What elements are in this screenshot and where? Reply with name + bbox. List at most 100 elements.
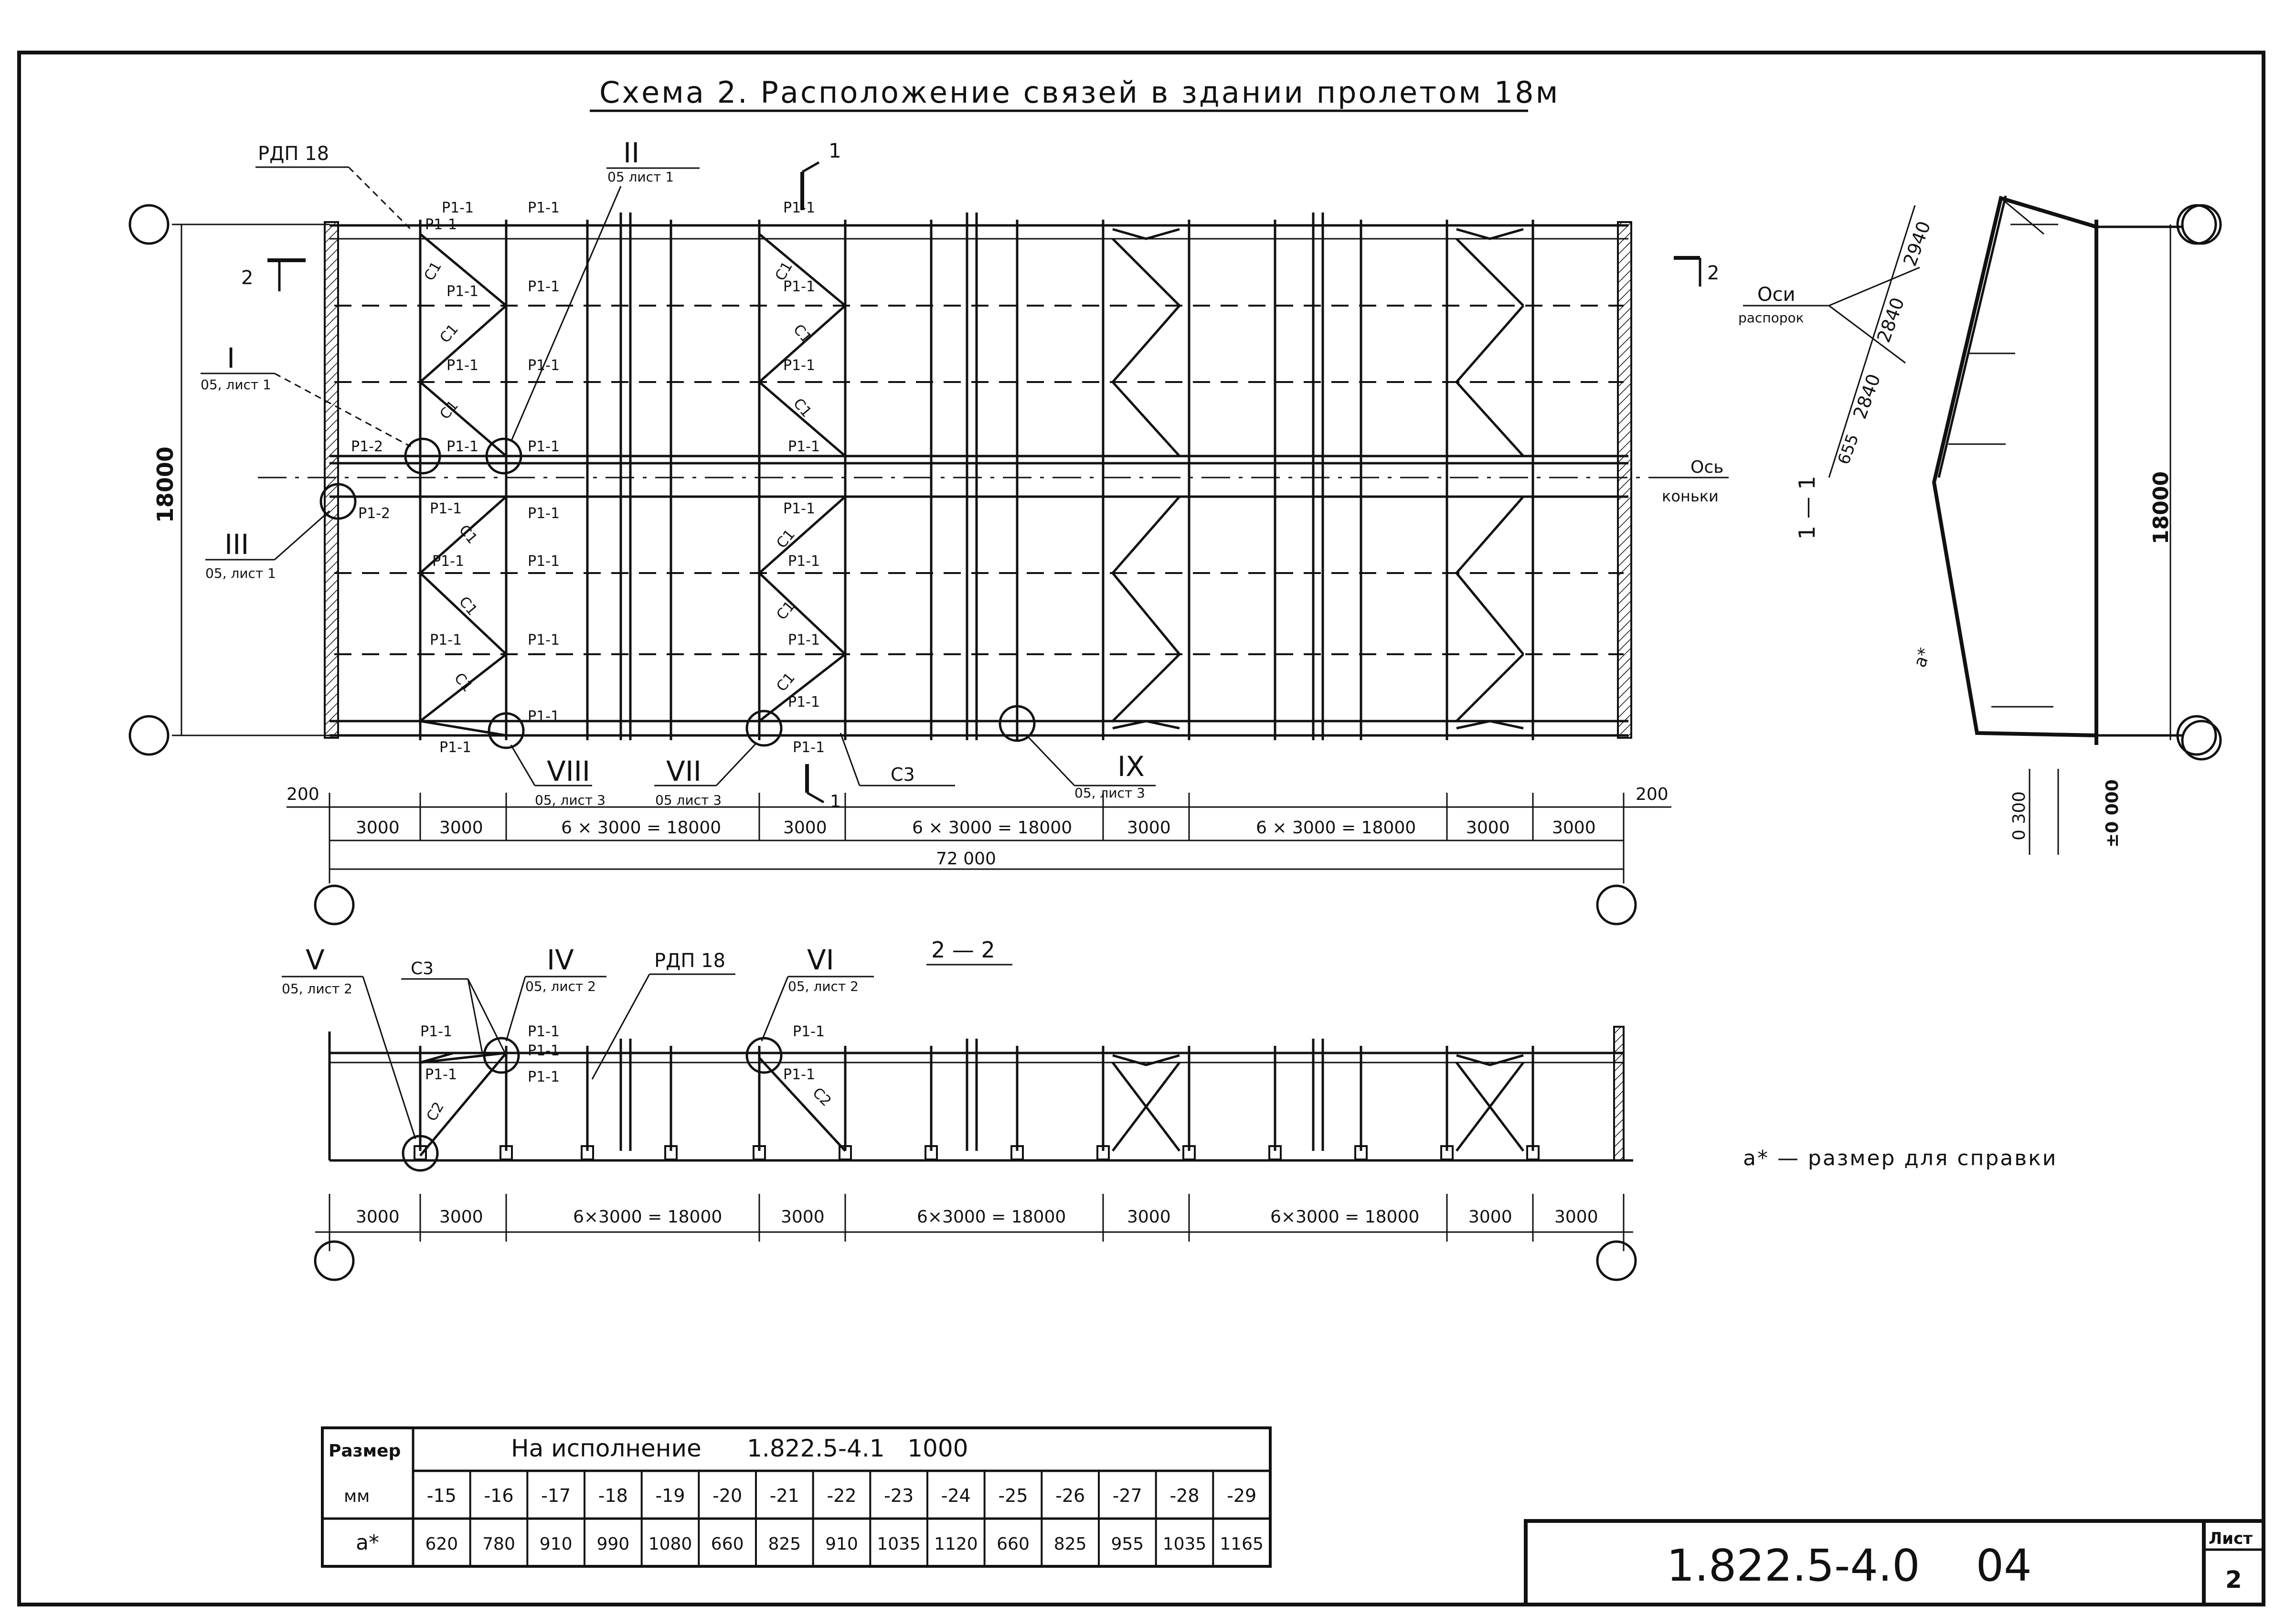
table-column-header: -19	[655, 1485, 685, 1506]
callout-numeral: VII	[666, 755, 702, 787]
member-label: С1	[451, 670, 476, 695]
reference-note: a* — размер для справки	[1743, 1146, 2057, 1170]
offset-dimension: 200	[1636, 785, 1669, 804]
member-label: Р1-1	[783, 500, 815, 517]
dimension-label: 2940	[1899, 218, 1935, 269]
detail-circle-iv	[483, 1037, 520, 1074]
callout-iii: III 05, лист 1	[205, 510, 330, 581]
member-label: Р1-1	[528, 200, 560, 216]
brace-label: С2	[424, 1099, 447, 1124]
detail-circle-vi	[745, 1037, 783, 1074]
right-wall	[1613, 1026, 1625, 1161]
member-label: Р1-1	[439, 739, 471, 756]
member-label: С1	[790, 321, 815, 347]
callout-ii: II 05 лист 1	[510, 137, 700, 442]
table-cell: 660	[711, 1534, 744, 1554]
section-cut-1-top: 1	[800, 139, 841, 210]
callout-vii: VII 05 лист 3	[654, 742, 758, 808]
detail-circle-ix	[999, 705, 1036, 742]
axis-marker	[314, 884, 355, 925]
dimension-label: 3000	[1552, 818, 1596, 838]
member-label: Р1-1	[528, 278, 560, 295]
callout-numeral: IX	[1117, 750, 1145, 783]
member-label: С1	[421, 259, 445, 284]
member-label: Р1-1	[793, 1023, 825, 1040]
table-cell: 620	[425, 1534, 458, 1554]
section-label: 2 — 2	[931, 937, 995, 963]
callout-vi: VI 05, лист 2	[761, 944, 874, 1042]
dimension-label: 3000	[439, 818, 483, 838]
brace-bay-3	[1112, 228, 1180, 730]
member-label: Р1-1	[528, 1069, 560, 1085]
dimension-label: 6×3000 = 18000	[1270, 1207, 1419, 1227]
member-label: Р1-1	[430, 500, 462, 517]
brace-s3-label: С3	[891, 764, 915, 785]
member-label: Р1-1	[446, 357, 478, 374]
rdp-label: РДП 18	[654, 950, 725, 972]
member-label: Р1-1	[528, 708, 560, 725]
dimension-label: 3000	[783, 818, 827, 838]
table-column-header: -23	[884, 1485, 914, 1506]
section-number: 1	[829, 139, 841, 162]
member-label: С1	[436, 397, 462, 423]
callout-ix: IX 05, лист 3	[1026, 734, 1156, 801]
callout-i: I 05, лист 1	[201, 342, 411, 447]
axis-marker	[128, 715, 170, 756]
table-cell: 825	[1054, 1534, 1087, 1554]
dimension-label: 6 × 3000 = 18000	[561, 818, 721, 838]
dimension-label: a*	[1910, 645, 1935, 670]
table-column-header: -21	[770, 1485, 799, 1506]
table-cell: 1120	[934, 1534, 978, 1554]
table-cell: 990	[596, 1534, 629, 1554]
table-cell: 1165	[1220, 1534, 1264, 1554]
dimension-label: 6×3000 = 18000	[573, 1207, 722, 1227]
document-code: 1.822.5-4.0 04	[1667, 1540, 2032, 1591]
callout-numeral: VIII	[547, 755, 590, 787]
section-cut-2-left: 2	[241, 258, 306, 291]
sheet-number: 2	[2225, 1566, 2242, 1594]
dimension-label: 3000	[1554, 1207, 1598, 1227]
member-label: Р1-1	[420, 1023, 452, 1040]
level-zero: ±0 000	[2103, 779, 2122, 848]
member-label: Р1-1	[788, 553, 820, 570]
callout-ref: 05, лист 1	[205, 565, 276, 581]
member-label: Р1-1	[783, 200, 815, 216]
member-label: Р1-1	[528, 505, 560, 522]
dimension-label: 3000	[781, 1207, 825, 1227]
table-cell: 955	[1111, 1534, 1144, 1554]
rdp-label: РДП 18	[258, 143, 329, 165]
table-cell: 780	[482, 1534, 515, 1554]
table-cell: 1080	[648, 1534, 692, 1554]
table-column-header: -26	[1055, 1485, 1085, 1506]
member-label: Р1-1	[528, 632, 560, 649]
detail-circle-iii	[319, 483, 357, 520]
member-label: Р1-1	[783, 357, 815, 374]
callout-ref: 05, лист 1	[201, 377, 271, 393]
table-column-header: -28	[1169, 1485, 1199, 1506]
callout-ref: 05 лист 3	[655, 792, 722, 808]
table-row-label: a*	[356, 1531, 379, 1555]
section-2-2: 2 — 2	[282, 937, 1637, 1281]
dimension-label: 3000	[1127, 818, 1171, 838]
table-column-header: -22	[827, 1485, 856, 1506]
table-cell: 660	[997, 1534, 1030, 1554]
table-unit: мм	[344, 1487, 370, 1506]
left-wall	[324, 221, 339, 739]
member-label: Р1-1	[446, 283, 478, 300]
section-cut-1-bottom: 1	[805, 764, 841, 811]
callout-numeral: I	[227, 342, 235, 374]
dimension-label: 6 × 3000 = 18000	[912, 818, 1072, 838]
member-label: Р1-1	[528, 1023, 560, 1040]
member-label: Р1-1	[528, 553, 560, 570]
member-label: Р1-1	[783, 1066, 815, 1083]
callout-iv: IV 05, лист 2	[505, 944, 606, 1042]
member-label: Р1-1	[528, 1042, 560, 1059]
brace-bay-4	[1456, 228, 1524, 730]
member-label: Р1-1	[793, 739, 825, 756]
brace-bay-1	[419, 233, 507, 737]
member-label: С1	[773, 598, 798, 623]
sheet-frame	[17, 51, 2265, 1606]
table-column-header: -29	[1227, 1485, 1256, 1506]
dimension-label: 3000	[1127, 1207, 1171, 1227]
brace-bay-2	[758, 233, 846, 722]
